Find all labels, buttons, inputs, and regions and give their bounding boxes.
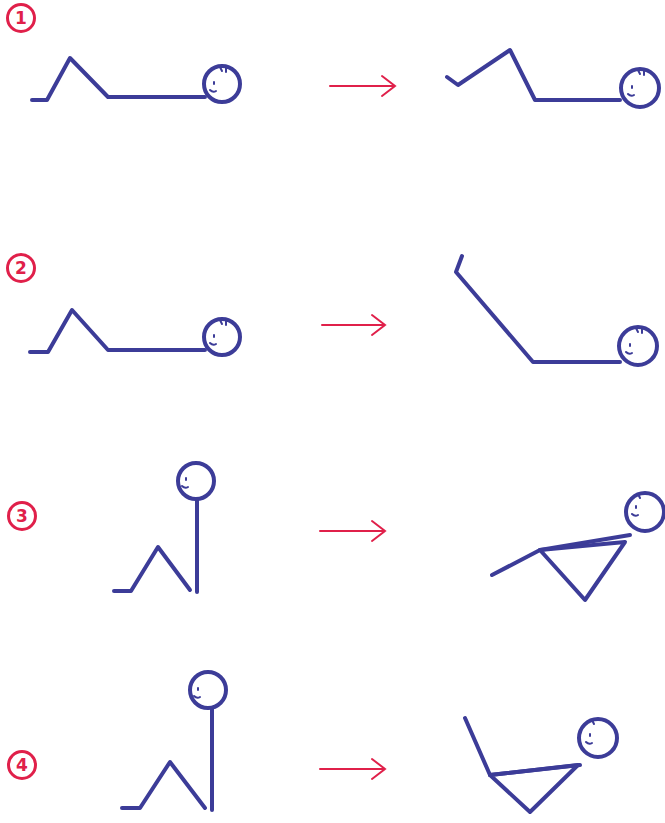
head (626, 493, 664, 531)
body-line (122, 762, 205, 808)
callout-number: 4 (7, 750, 37, 780)
head (190, 672, 226, 708)
head (178, 463, 214, 499)
body-line (540, 542, 625, 600)
body-line (30, 310, 205, 352)
body-line (114, 547, 190, 591)
body-line (210, 708, 214, 810)
body-line (195, 500, 199, 592)
body-line (490, 765, 580, 775)
body-line (492, 550, 540, 575)
faces (182, 67, 644, 744)
body-line (465, 718, 490, 775)
body-line (540, 535, 630, 550)
callout-number: 1 (6, 3, 36, 33)
body-line (32, 58, 205, 100)
transition-arrows (320, 76, 395, 779)
body-line (447, 50, 620, 100)
head (204, 66, 240, 102)
body-line (456, 256, 620, 362)
head (579, 719, 617, 757)
callout-number: 3 (7, 501, 37, 531)
head (204, 319, 240, 355)
head (621, 69, 659, 107)
callout-number: 2 (6, 253, 36, 283)
head (619, 327, 657, 365)
